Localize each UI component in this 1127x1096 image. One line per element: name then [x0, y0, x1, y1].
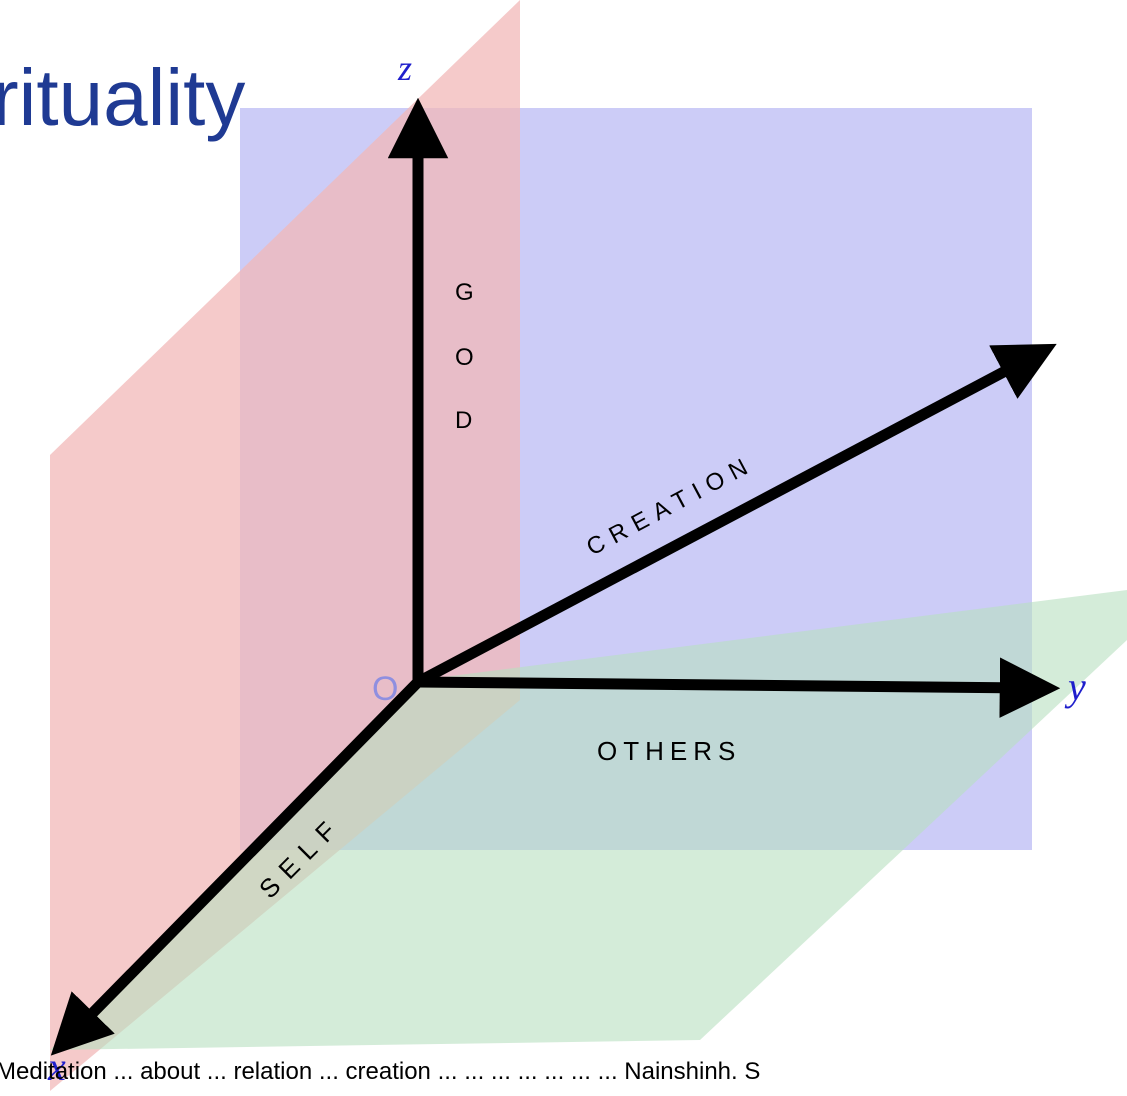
y-axis-symbol: y [1064, 664, 1086, 709]
creation-axis [415, 343, 1057, 687]
y-axis [417, 657, 1061, 718]
god-label-letter: D [455, 407, 472, 434]
x-axis [50, 678, 422, 1056]
slide-title: rituality [0, 53, 246, 142]
god-label-letter: G [455, 279, 474, 306]
god-label-letter: O [455, 344, 474, 371]
slide-footer: Meditation ... about ... relation ... cr… [0, 1058, 761, 1085]
z-axis-symbol: z [397, 48, 412, 88]
x-axis-symbol: x [47, 1044, 66, 1089]
xy-plane [50, 590, 1127, 1050]
others-label: OTHERS [597, 736, 741, 766]
xz-plane [50, 0, 520, 1091]
origin-label: O [372, 670, 398, 708]
